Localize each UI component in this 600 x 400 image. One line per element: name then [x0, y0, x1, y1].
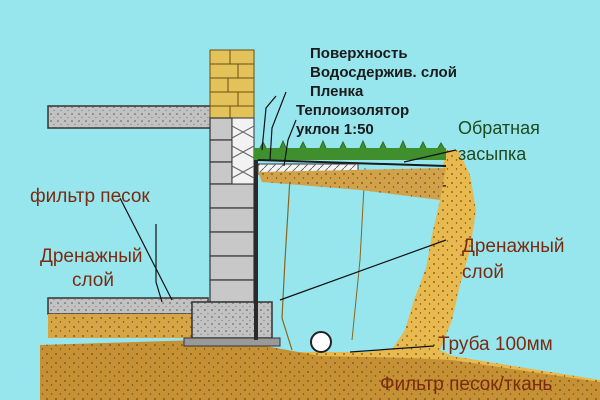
label-backfill-line2: засыпка: [458, 144, 527, 164]
label-film: Пленка: [310, 83, 364, 100]
label-surface: Поверхность: [310, 45, 408, 62]
leader-lines: [119, 91, 457, 353]
drainage-layer-boundary: [281, 177, 293, 351]
waterproof-membrane: [254, 150, 258, 340]
label-backfill-line1: Обратная: [458, 118, 540, 138]
footing-base: [183, 337, 281, 347]
label-pipe: Труба 100мм: [438, 334, 553, 355]
brick-wall: [209, 49, 255, 119]
drainage-layer-edge: [351, 167, 366, 341]
label-insulation: Теплоизолятор: [296, 102, 410, 119]
soil-dots: [40, 150, 600, 400]
surface-grass: [254, 148, 446, 160]
label-filter-fabric: Фильтр песок/ткань: [380, 374, 553, 395]
label-slope: уклон 1:50: [296, 121, 374, 138]
label-drainage-right-line1: Дренажный: [462, 236, 565, 257]
label-filter-sand: фильтр песок: [30, 186, 150, 207]
label-drainage-right-line2: слой: [462, 262, 504, 283]
label-drainage-left-line1: Дренажный: [40, 246, 143, 267]
label-water-barrier: Водосдержив. слой: [310, 64, 457, 81]
label-drainage-left-line2: слой: [72, 270, 114, 291]
ground-band-dots: [40, 340, 600, 400]
drain-pipe: [310, 331, 332, 353]
block-wall: [209, 117, 255, 303]
film-layer: [257, 159, 447, 167]
